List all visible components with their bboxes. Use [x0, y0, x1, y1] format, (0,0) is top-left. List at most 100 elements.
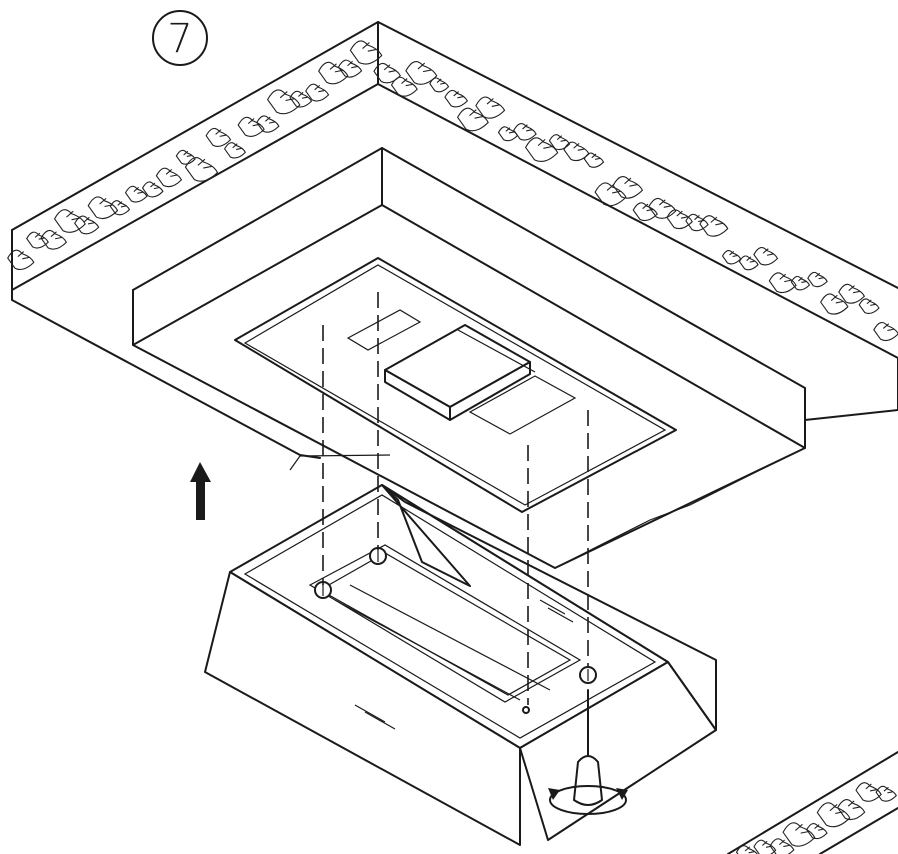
stone-crack — [50, 231, 63, 240]
stone-hatch — [816, 802, 851, 828]
stone-hatch — [612, 176, 644, 199]
stone-hatch — [807, 271, 828, 288]
screwdriver-icon — [573, 689, 603, 806]
stone-hatch — [563, 141, 590, 162]
stone-crack — [746, 256, 756, 263]
ceiling-cutout — [234, 257, 677, 513]
stone-hatch — [405, 61, 438, 85]
stone-hatch — [875, 785, 897, 802]
stone-crack — [197, 158, 213, 169]
stone-crack — [417, 62, 432, 73]
stone-crack — [798, 276, 807, 283]
stone-hatch — [289, 90, 313, 108]
stone-crack — [591, 153, 601, 160]
stone-crack — [744, 846, 755, 854]
stone-crack — [83, 216, 95, 225]
stone-hatch — [475, 96, 506, 119]
stone-crack — [298, 91, 308, 99]
stone-hatch — [26, 231, 49, 249]
stone-hatch — [87, 196, 119, 220]
ceiling-masonry-fragment — [727, 751, 898, 854]
stone-crack — [183, 150, 193, 157]
stone-crack — [710, 216, 724, 226]
stone-crack — [658, 199, 672, 208]
stone-hatch — [40, 229, 68, 250]
stone-hatch — [184, 157, 219, 182]
stone-crack — [829, 804, 845, 814]
stone-hatch — [305, 83, 330, 102]
stone-crack — [882, 323, 895, 332]
stone-hatch — [820, 293, 849, 315]
stone-hatch — [873, 321, 898, 342]
stone-crack — [694, 214, 705, 223]
stone-crack — [866, 299, 876, 306]
mounting-screws — [314, 547, 597, 714]
stone-hatch — [806, 823, 828, 840]
stone-hatch — [74, 215, 100, 235]
stone-hatch — [205, 127, 232, 147]
stone-hatch — [318, 61, 349, 85]
stone-hatch — [583, 152, 605, 168]
stone-hatch — [175, 149, 196, 165]
stone-hatch — [444, 89, 469, 108]
stone-crack — [865, 783, 878, 792]
stone-crack — [401, 78, 414, 87]
stone-hatch — [390, 76, 418, 97]
stone-hatch — [666, 209, 693, 230]
stone-crack — [847, 800, 861, 809]
stone-hatch — [738, 255, 759, 271]
stone-crack — [848, 285, 861, 294]
stone-hatch — [735, 845, 758, 854]
stone-crack — [133, 186, 144, 194]
ceiling-slab — [11, 289, 898, 459]
ceiling-masonry — [7, 21, 898, 359]
motor-housing — [384, 324, 536, 421]
stone-hatch — [632, 202, 658, 222]
stone-hatch — [141, 181, 164, 198]
stone-crack — [17, 251, 30, 260]
stone-crack — [624, 177, 638, 187]
stone-crack — [469, 109, 484, 119]
stone-crack — [265, 116, 276, 124]
stone-crack — [279, 91, 295, 102]
stone-hatch — [266, 89, 301, 115]
guide-lines — [322, 292, 589, 705]
rotation-arrow-icon — [548, 785, 628, 815]
stone-hatch — [855, 782, 882, 802]
stone-crack — [165, 169, 178, 177]
stone-crack — [830, 294, 844, 304]
stone-hatch — [769, 838, 795, 854]
stone-hatch — [838, 283, 866, 304]
stone-crack — [815, 272, 825, 280]
stone-crack — [522, 124, 533, 132]
stone-crack — [762, 248, 774, 256]
stone-crack — [556, 135, 567, 142]
stone-hatch — [685, 213, 709, 232]
stone-crack — [347, 60, 358, 69]
stone-hatch — [7, 249, 35, 271]
false-ceiling-box — [132, 147, 806, 569]
stone-hatch — [648, 197, 677, 219]
stone-crack — [314, 84, 325, 93]
stone-hatch — [721, 250, 742, 265]
hood-canopy — [204, 484, 717, 846]
stone-hatch — [790, 275, 811, 291]
stone-hatch — [548, 134, 571, 151]
stone-hatch — [429, 77, 450, 93]
stone-hatch — [349, 40, 383, 65]
step-number: 7 — [167, 16, 192, 62]
stone-hatch — [782, 822, 816, 847]
stone-crack — [676, 210, 689, 219]
stone-hatch — [513, 123, 537, 141]
stone-crack — [383, 64, 397, 73]
stone-crack — [232, 143, 243, 151]
stone-crack — [453, 91, 464, 99]
stone-hatch — [124, 185, 148, 203]
step-badge: 7 — [152, 10, 208, 66]
stone-crack — [505, 127, 515, 134]
stone-hatch — [373, 62, 401, 84]
stone-crack — [486, 98, 500, 107]
stone-crack — [642, 203, 654, 212]
stone-crack — [814, 824, 824, 831]
